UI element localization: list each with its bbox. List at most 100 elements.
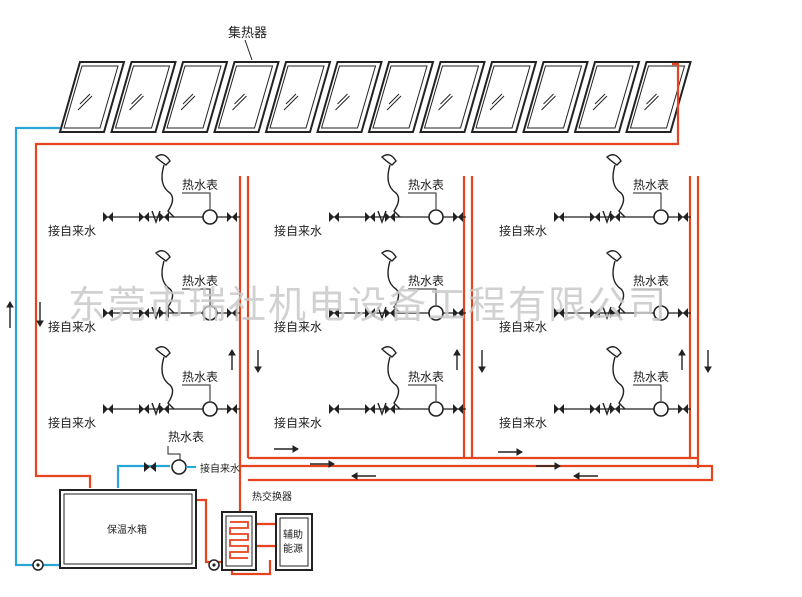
tap-water-label: 接自来水 — [274, 319, 322, 334]
shower-hose-icon — [387, 356, 401, 410]
heat-exchanger: 热交换器 — [221, 490, 292, 571]
valve-icon — [139, 212, 149, 222]
tap-water-label: 接自来水 — [48, 319, 96, 334]
shower-head-icon — [380, 154, 397, 166]
heat-meter-label: 热水表 — [182, 370, 218, 384]
valve-icon — [385, 308, 395, 318]
pump-hot — [208, 559, 220, 571]
shower-hose-icon — [612, 260, 626, 314]
flow-arrowhead — [254, 366, 262, 373]
heat-meter-icon — [428, 305, 444, 321]
shower-hose-icon — [161, 260, 175, 314]
valve-icon — [227, 404, 237, 414]
collector-panel — [213, 61, 280, 133]
shower-head-icon — [605, 154, 622, 166]
valve-icon — [678, 404, 688, 414]
collector-outlet-pipe — [34, 62, 680, 488]
heat-meter-leader — [182, 384, 211, 401]
pump-cold — [32, 559, 44, 571]
valve-icon — [453, 308, 463, 318]
tank-to-exchanger — [196, 498, 222, 564]
collector-inlet-pipe — [14, 126, 62, 567]
flow-arrowhead — [573, 472, 580, 480]
tank-heat-meter-label: 热水表 — [168, 430, 204, 444]
aux-energy-label-2: 能源 — [283, 542, 303, 555]
valve-icon — [227, 308, 237, 318]
check-valve-icon — [377, 402, 387, 417]
heat-meter-icon — [428, 401, 444, 417]
heat-meter-icon — [428, 209, 444, 225]
shower-hose-icon — [387, 260, 401, 314]
tank-heat-meter: 热水表 接自来水 — [144, 430, 240, 475]
flow-arrowhead — [478, 366, 486, 373]
shower-head-icon — [154, 250, 171, 262]
flow-arrowhead — [328, 460, 335, 468]
valve-icon — [554, 212, 564, 222]
heat-meter-label: 热水表 — [182, 274, 218, 288]
heat-meter-label: 热水表 — [633, 178, 669, 192]
watermark: 东莞市瑞社机电设备工程有限公司 — [68, 283, 668, 327]
shower-head-icon — [380, 346, 397, 358]
collector-panel — [522, 61, 589, 133]
valve-icon — [329, 404, 339, 414]
check-valve-icon — [377, 210, 387, 225]
heat-exchanger-coil — [229, 521, 249, 559]
heat-meter-icon — [202, 401, 218, 417]
heat-meter-icon — [653, 209, 669, 225]
shower-hose-icon — [612, 164, 626, 218]
shower-hose-icon — [612, 356, 626, 410]
tap-water-label: 接自来水 — [499, 415, 547, 430]
heat-meter-leader — [182, 192, 211, 209]
flow-arrowhead — [453, 349, 461, 356]
valve-icon — [385, 212, 395, 222]
valve-icon — [554, 308, 564, 318]
heat-meter-icon — [202, 305, 218, 321]
valve-icon — [365, 308, 375, 318]
valve-icon — [453, 404, 463, 414]
tap-water-label: 接自来水 — [499, 223, 547, 238]
heat-meter-icon — [653, 305, 669, 321]
flow-arrowhead — [228, 349, 236, 356]
collector-panel — [573, 61, 641, 133]
shower-hose-icon — [161, 356, 175, 410]
check-valve-icon — [151, 210, 161, 225]
heat-meter-label: 热水表 — [408, 370, 444, 384]
heat-meter-leader — [408, 384, 437, 401]
valve-icon — [329, 308, 339, 318]
heat-meter-leader — [182, 288, 211, 305]
collector-panel — [367, 61, 435, 133]
valve-icon — [590, 212, 600, 222]
collector-panel — [470, 61, 538, 133]
valve-icon — [678, 212, 688, 222]
valve-icon — [227, 212, 237, 222]
valve-icon — [590, 404, 600, 414]
heat-meter-label: 热水表 — [633, 370, 669, 384]
heat-exchanger-label: 热交换器 — [252, 490, 292, 503]
valve-icon — [103, 212, 113, 222]
collector-panel — [625, 61, 692, 133]
valve-icon — [159, 404, 169, 414]
heat-meter-leader — [408, 288, 437, 305]
flow-arrowhead — [678, 349, 686, 356]
shower-head-icon — [380, 250, 397, 262]
valve-icon — [365, 212, 375, 222]
shower-head-icon — [154, 346, 171, 358]
heat-meter-label: 热水表 — [408, 178, 444, 192]
aux-energy-label-1: 辅助 — [283, 528, 303, 541]
check-valve-icon — [602, 210, 612, 225]
tap-water-label: 接自来水 — [274, 415, 322, 430]
valve-icon — [590, 308, 600, 318]
tap-water-label: 接自来水 — [48, 415, 96, 430]
shower-head-icon — [154, 154, 171, 166]
collector-panel — [419, 61, 486, 133]
storage-tank: 保温水箱 — [59, 489, 197, 569]
flow-arrowhead — [554, 462, 561, 470]
heat-meter-leader — [633, 192, 662, 209]
